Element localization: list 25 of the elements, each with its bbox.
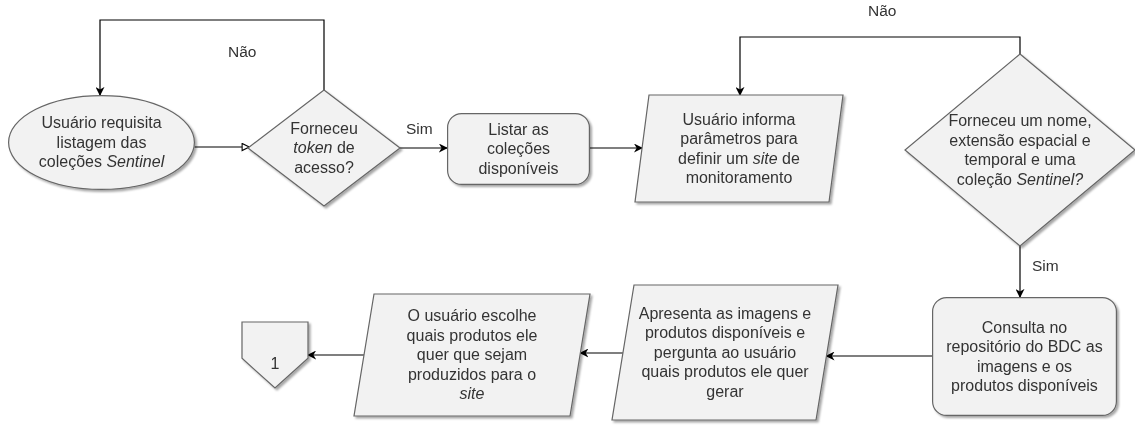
process-box xyxy=(932,297,1117,416)
node-text: Forneceu um nome, extensão espacial e temporal e uma coleção Sentinel? xyxy=(947,111,1093,189)
arrow xyxy=(589,143,643,153)
node-text: O usuário escolhe quais produtos ele quer que sejam produzidos para o site xyxy=(405,306,539,404)
input-parallelogram xyxy=(354,294,590,416)
arrow xyxy=(1015,245,1025,298)
input-parallelogram xyxy=(635,95,843,202)
node-text: Usuário requisita listagem das coleções Sentinel xyxy=(37,113,166,172)
input-parallelogram xyxy=(612,285,838,420)
node-text: Forneceu token de acesso? xyxy=(289,118,359,178)
node-text: Apresenta as imagens e produtos disponíveis e pergunta ao usuário quais produtos ele quer gerar xyxy=(637,303,813,402)
process-box xyxy=(447,113,590,185)
off-page-connector xyxy=(242,322,308,388)
arrow xyxy=(95,19,325,96)
arrow xyxy=(735,36,1021,96)
arrow xyxy=(825,351,933,361)
decision-diamond xyxy=(248,90,400,206)
node-text: Listar as coleções disponíveis xyxy=(477,119,560,179)
node-text: Usuário informa parâmetros para definir um site de monitoramento xyxy=(677,109,801,188)
arrow xyxy=(399,143,448,153)
ellipse-node xyxy=(8,95,195,190)
node-text: Consulta no repositório do BDC as imagens e os produtos disponíveis xyxy=(946,317,1103,396)
node-text: 1 xyxy=(270,354,280,374)
arrow xyxy=(194,142,250,152)
decision-diamond xyxy=(905,54,1135,246)
